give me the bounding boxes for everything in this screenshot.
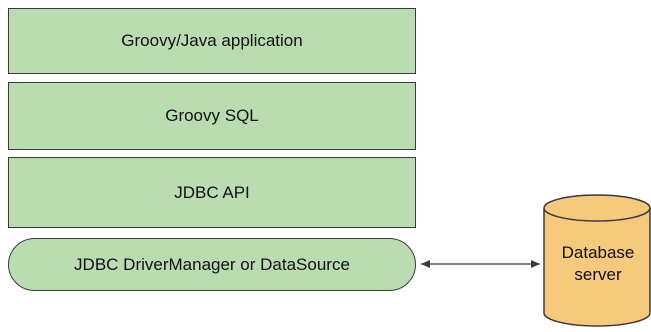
jdbc-driver-manager-label: JDBC DriverManager or DataSource <box>74 254 350 274</box>
database-server-label: Database server <box>548 242 648 286</box>
jdbc-api-layer: JDBC API <box>8 157 416 228</box>
groovy-sql-label: Groovy SQL <box>165 106 259 125</box>
groovy-sql-layer: Groovy SQL <box>8 82 416 150</box>
database-label-line1: Database <box>561 243 635 262</box>
groovy-java-application-label: Groovy/Java application <box>121 31 303 50</box>
jdbc-api-label: JDBC API <box>174 182 250 202</box>
jdbc-driver-manager-layer: JDBC DriverManager or DataSource <box>8 238 416 291</box>
groovy-java-application-layer: Groovy/Java application <box>8 8 416 74</box>
database-label-line2: server <box>574 265 622 284</box>
database-cylinder-icon <box>543 194 651 327</box>
